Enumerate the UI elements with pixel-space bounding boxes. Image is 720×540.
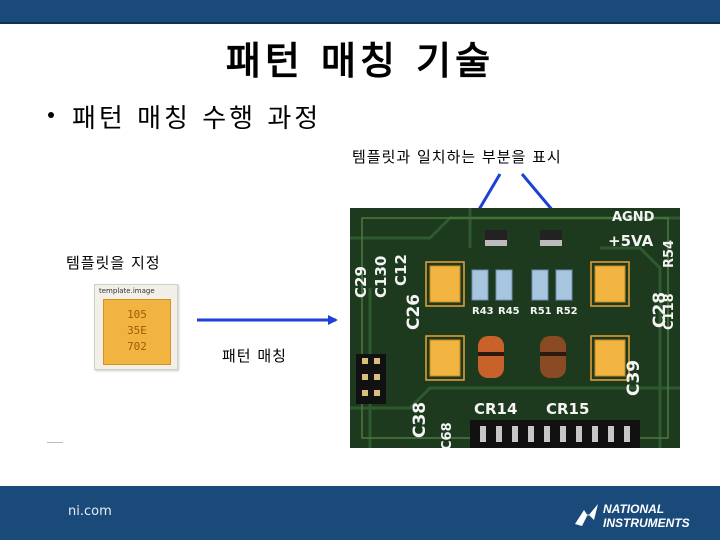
silk-c68: C68 [440, 420, 458, 448]
logo-line-2: INSTRUMENTS [603, 516, 690, 530]
silk-r51: R51 [530, 306, 552, 317]
pcb-match-result-image: C29 C130 C12 C26 C28 C118 R54 +5VA AGND … [350, 208, 680, 448]
silk-c38: C38 [410, 388, 432, 438]
silk-c26: C26 [404, 268, 426, 330]
ni-logo: NATIONAL INSTRUMENTS [572, 498, 712, 532]
footer-url[interactable]: ni.com [68, 504, 112, 519]
silk-c29: C29 [352, 228, 370, 298]
silk-c118: C118 [662, 270, 680, 330]
silk-cr15: CR15 [546, 400, 589, 418]
silk-c39: C39 [624, 346, 646, 396]
silk-cr14: CR14 [474, 400, 517, 418]
silk-agnd: AGND [612, 210, 654, 225]
silk-r54: R54 [662, 228, 680, 268]
silk-c130: C130 [372, 226, 390, 298]
ni-eagle-icon [572, 500, 602, 530]
logo-line-1: NATIONAL [603, 502, 664, 516]
silk-r43: R43 [472, 306, 494, 317]
silk-5va: +5VA [608, 232, 653, 250]
silk-r45: R45 [498, 306, 520, 317]
silk-r52: R52 [556, 306, 578, 317]
